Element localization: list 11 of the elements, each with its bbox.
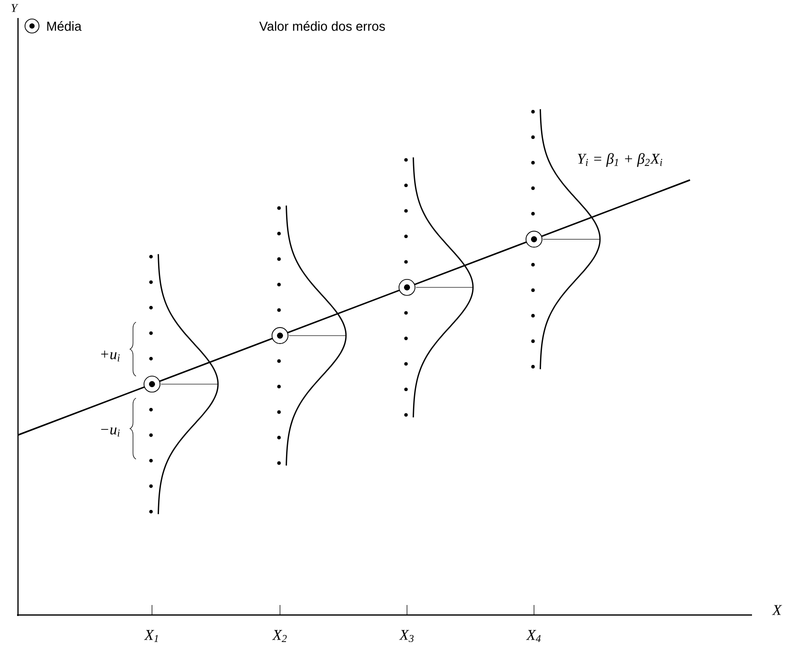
- axis-label: X$_{4}$: [526, 630, 541, 642]
- math-label: +u$_{i}$: [101, 350, 120, 362]
- axis-label: X$_{2}$: [272, 630, 287, 642]
- axis-label: X$_{1}$: [144, 630, 158, 642]
- axis-label: X$_{3}$: [399, 630, 414, 642]
- math-label: −u$_{i}$: [101, 427, 120, 437]
- math-label: Y$_{i}$ = β$_{1}$ + β$_{2}$X$_{i}$: [578, 153, 662, 167]
- axis-label: X: [772, 605, 782, 615]
- legend-label: Média: [47, 21, 82, 31]
- axis-label: Y: [11, 4, 18, 12]
- title: Valor médio dos erros: [259, 21, 385, 31]
